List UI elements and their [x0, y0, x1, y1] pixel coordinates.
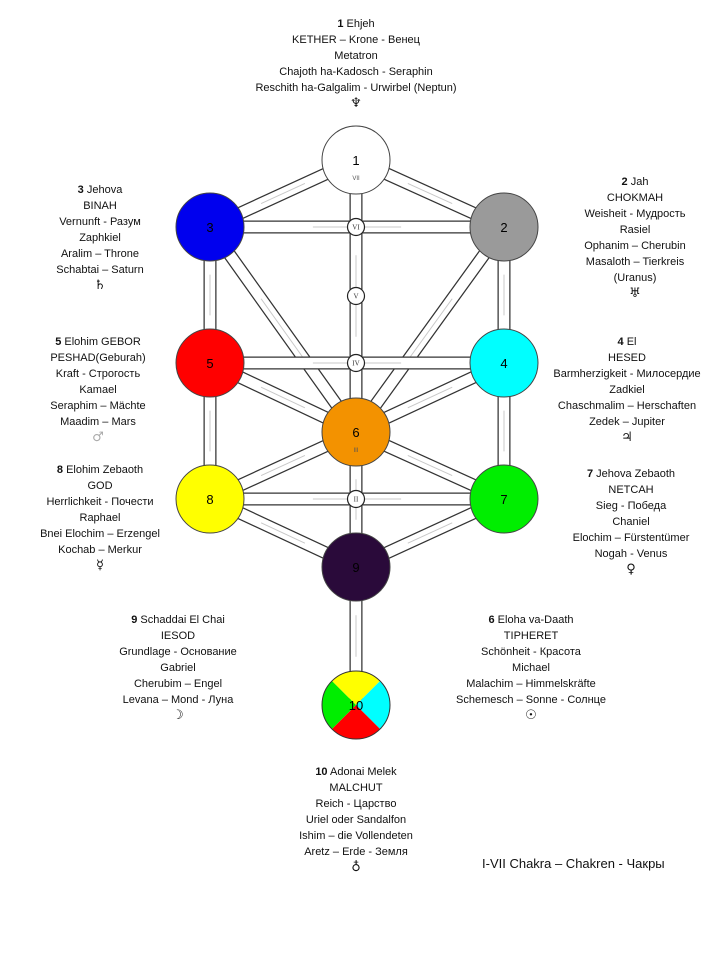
sephira-2: 2 [469, 192, 539, 262]
sephira-chakra-label: III [353, 448, 358, 454]
chakra-mark-label: IV [352, 360, 359, 368]
label-sephira-4: 4 El HESED Barmherzigkeit - Милосердие Z… [540, 334, 714, 446]
chakra-mark-label: VI [352, 224, 360, 232]
sephira-8: 8 [175, 464, 245, 534]
label-sephira-10: 10 Adonai Melek MALCHUT Reich - Царство … [276, 764, 436, 876]
chakra-marks-layer: VI V IV II [346, 217, 366, 509]
label-sephira-5: 5 Elohim GEBOR PESHAD(Geburah) Kraft - С… [18, 334, 178, 446]
chakra-ring-V: V [346, 286, 366, 306]
sun-symbol-icon: ☉ [525, 708, 537, 723]
sephira-number: 10 [349, 698, 363, 713]
sephira-10: 10 [321, 670, 391, 740]
neptune-symbol-icon: ♆ [350, 96, 362, 111]
uranus-symbol-icon: ♅ [629, 286, 641, 301]
sephira-number: 3 [206, 220, 213, 235]
sephira-number: 7 [500, 492, 507, 507]
sephira-9: 9 [321, 532, 391, 602]
chakra-mark-label: V [353, 293, 358, 301]
sephira-number: 8 [206, 492, 213, 507]
label-sephira-2: 2 Jah CHOKMAH Weisheit - Мудрость Rasiel… [560, 174, 710, 302]
sephira-4: 4 [469, 328, 539, 398]
sephira-number: 5 [206, 356, 213, 371]
saturn-symbol-icon: ♄ [94, 278, 106, 293]
sephira-number: 9 [352, 560, 359, 575]
sephira-chakra-label: VII [352, 176, 360, 182]
label-sephira-8: 8 Elohim Zebaoth GOD Herrlichkeit - Поче… [10, 462, 190, 574]
chakra-ring-VI: VI [346, 217, 366, 237]
sephira-5: 5 [175, 328, 245, 398]
label-sephira-9: 9 Schaddai El Chai IESOD Grundlage - Осн… [98, 612, 258, 724]
label-sephira-6: 6 Eloha va-Daath TIPHERET Schönheit - Кр… [446, 612, 616, 724]
chakra-footer-caption: I-VII Chakra – Chakren - Чакры [482, 856, 665, 871]
chakra-ring-IV: IV [346, 353, 366, 373]
path-3-6 [204, 223, 362, 436]
sephira-number: 4 [500, 356, 507, 371]
sephira-3: 3 [175, 192, 245, 262]
path-2-6 [350, 223, 510, 436]
mars-symbol-icon: ♂ [92, 430, 104, 445]
venus-symbol-icon: ♀ [626, 562, 636, 577]
label-sephira-1: 1 Ehjeh KETHER – Krone - Венец Metatron … [206, 16, 506, 112]
sephira-7: 7 [469, 464, 539, 534]
moon-symbol-icon: ☽ [172, 708, 184, 723]
earth-symbol-icon: ♁ [351, 860, 361, 875]
chakra-mark-label: II [354, 496, 359, 504]
jupiter-symbol-icon: ♃ [621, 430, 633, 445]
label-sephira-3: 3 Jehova BINAH Vernunft - Разум Zaphkiel… [20, 182, 180, 294]
mercury-symbol-icon: ☿ [96, 558, 104, 573]
sephira-number: 6 [352, 425, 359, 440]
chakra-ring-II: II [346, 489, 366, 509]
sephira-number: 2 [500, 220, 507, 235]
label-sephira-7: 7 Jehova Zebaoth NETCAH Sieg - Победа Ch… [556, 466, 706, 578]
sephira-number: 1 [352, 153, 359, 168]
